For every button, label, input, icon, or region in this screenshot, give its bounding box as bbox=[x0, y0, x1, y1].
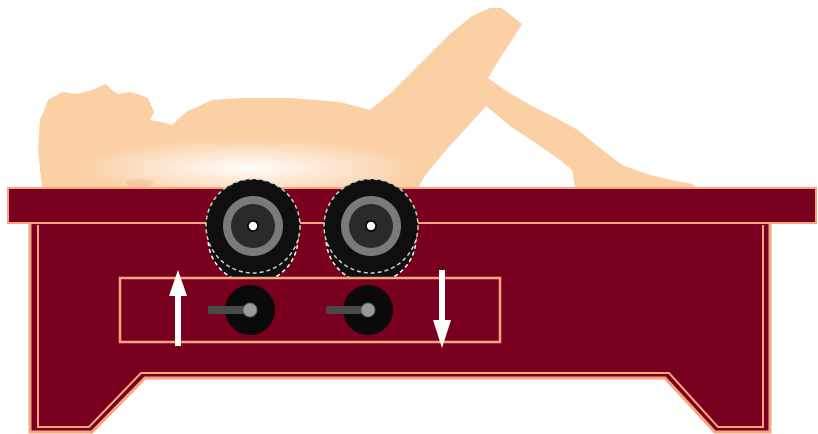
roller-1-axle bbox=[247, 220, 259, 232]
light-glow bbox=[78, 138, 418, 198]
arrow-down-icon bbox=[433, 270, 451, 348]
roller-1 bbox=[205, 178, 301, 284]
roller-2-axle bbox=[365, 220, 377, 232]
roller-2 bbox=[323, 178, 419, 284]
arrow-up-icon bbox=[169, 270, 187, 346]
adjust-knob-2[interactable] bbox=[326, 285, 393, 335]
knob-1-lever bbox=[208, 306, 250, 314]
knob-1-center bbox=[242, 302, 258, 318]
adjust-knob-1[interactable] bbox=[208, 285, 275, 335]
table-inner-trim bbox=[37, 225, 764, 428]
person-figure bbox=[38, 8, 696, 198]
knob-2-center bbox=[360, 302, 376, 318]
knob-2-lever bbox=[326, 306, 368, 314]
